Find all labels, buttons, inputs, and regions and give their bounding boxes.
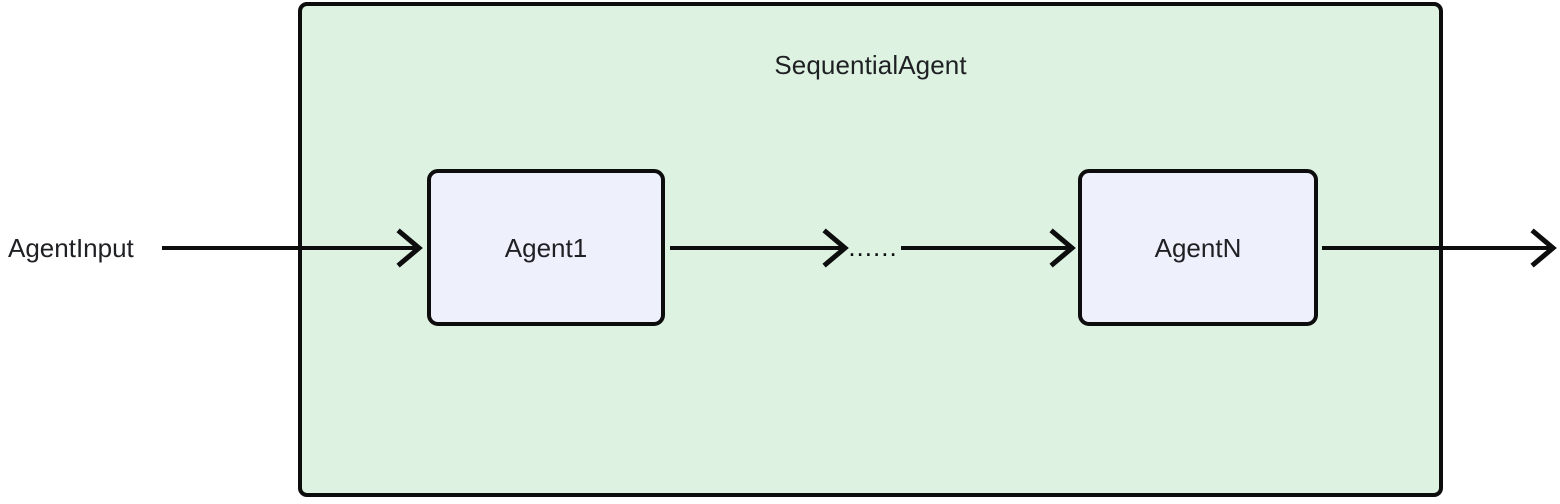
sequential-agent-title: SequentialAgent: [774, 50, 967, 80]
node-agent1[interactable]: Agent1: [427, 169, 665, 326]
node-agentn[interactable]: AgentN: [1078, 169, 1318, 326]
node-agentn-label: AgentN: [1154, 232, 1242, 263]
node-agent1-label: Agent1: [504, 232, 588, 263]
ellipsis-label: ......: [848, 232, 898, 262]
agent-input-label: AgentInput: [8, 233, 134, 263]
